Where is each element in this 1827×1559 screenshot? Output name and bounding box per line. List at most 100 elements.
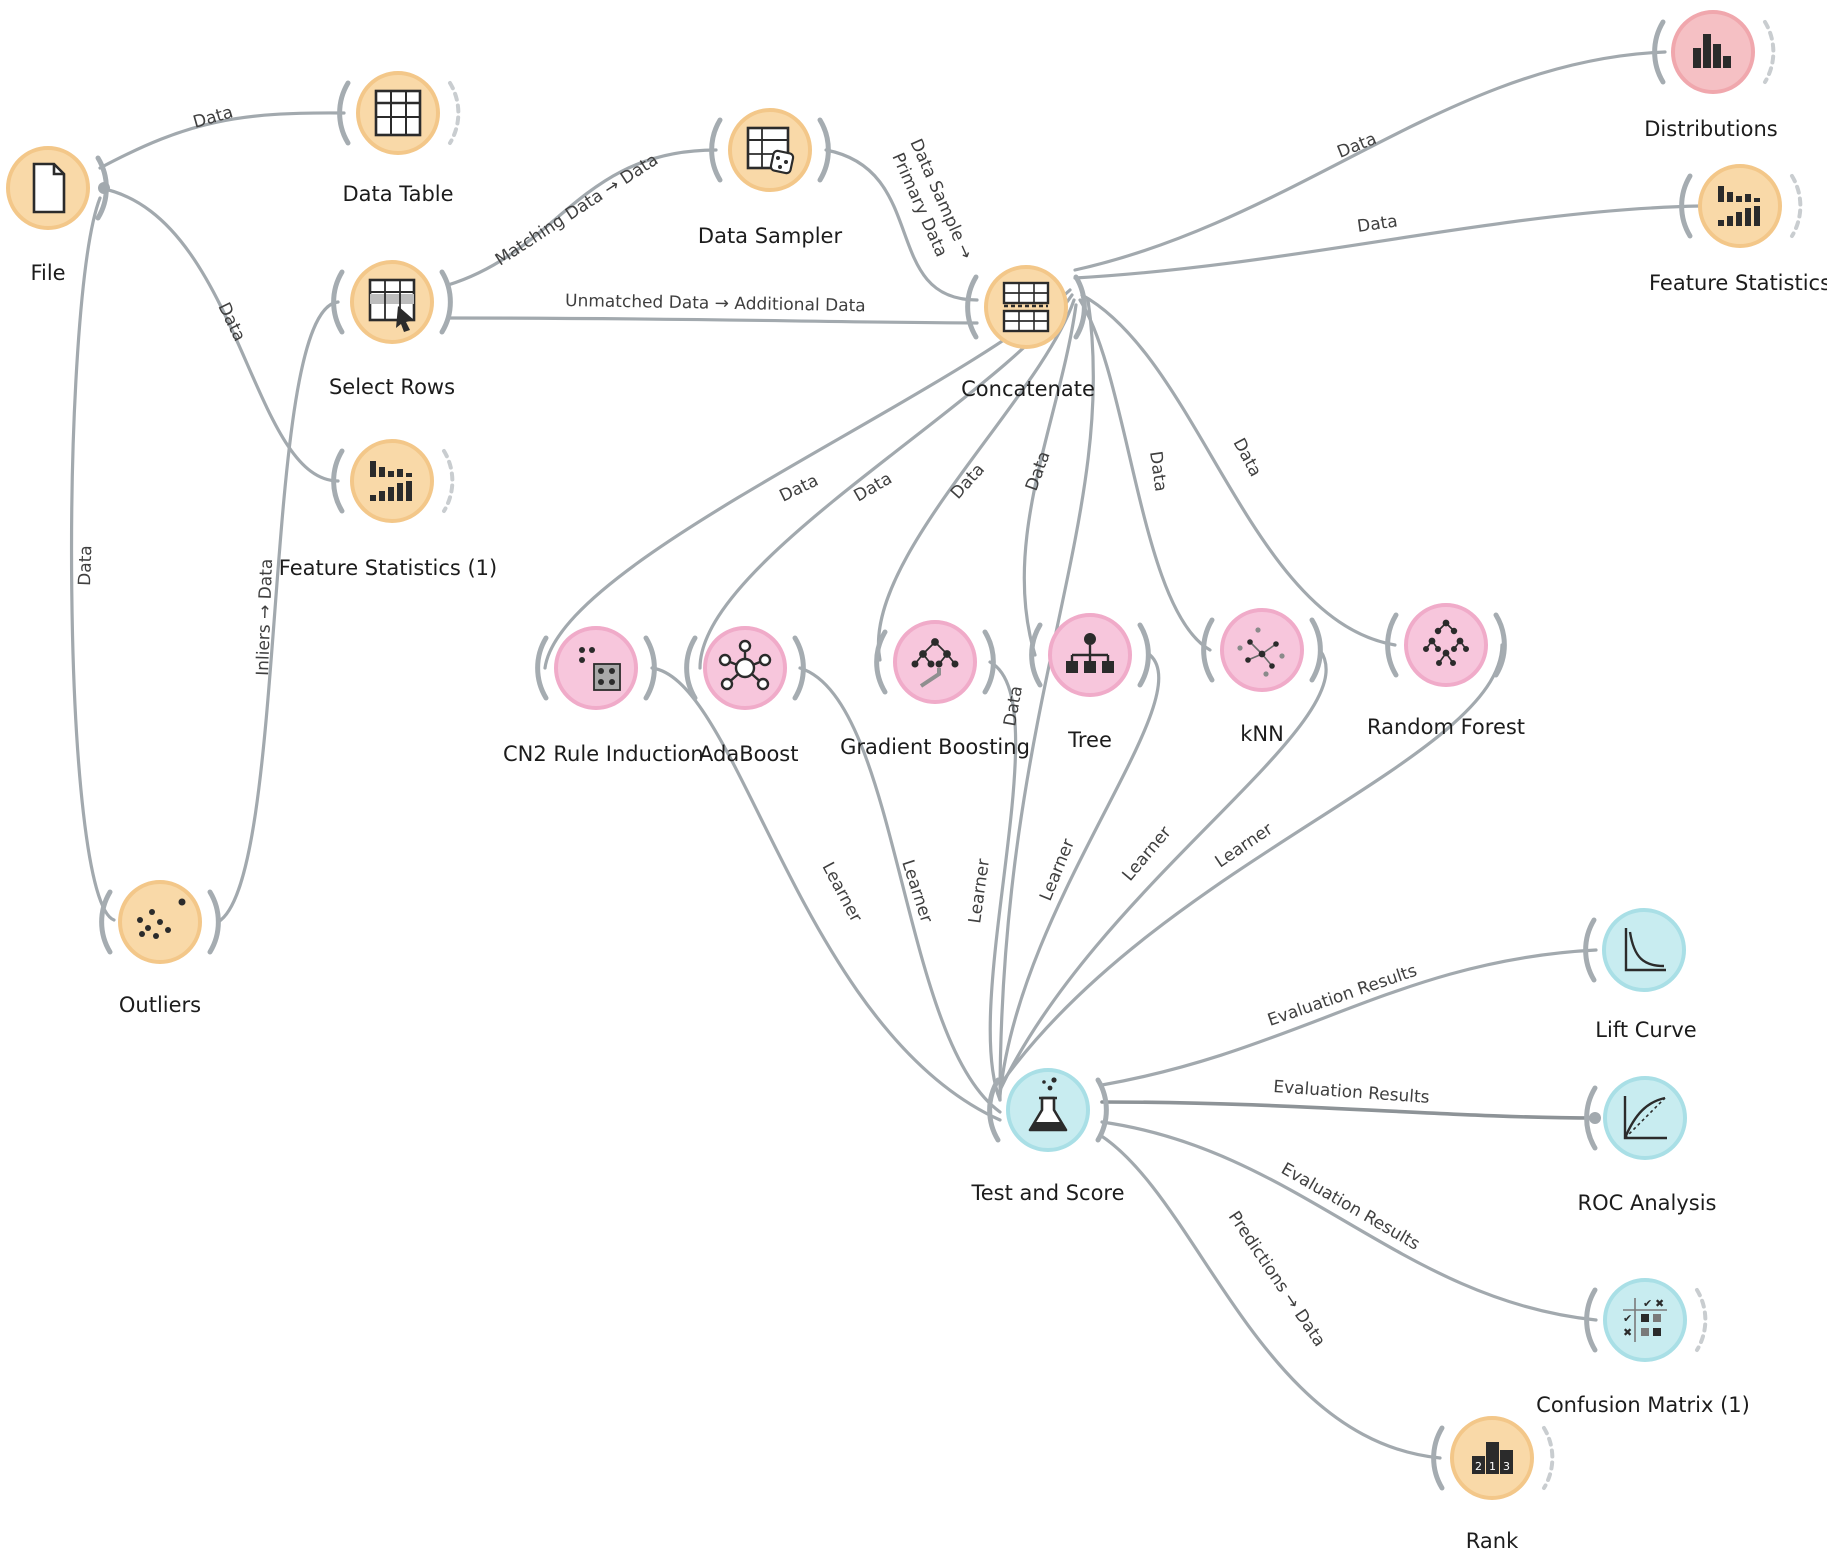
node-label-gradient-boosting: Gradient Boosting	[840, 735, 1030, 759]
link-cn2-test-and-score[interactable]	[650, 666, 1002, 1122]
knn-icon	[1237, 627, 1285, 677]
link-concatenate-knn[interactable]	[1078, 298, 1212, 652]
node-label-distributions: Distributions	[1644, 117, 1777, 141]
tree-icon	[1066, 633, 1114, 673]
link-label-test-and-score-lift-curve: Evaluation Results	[1265, 961, 1420, 1031]
link-file-data-table[interactable]	[98, 111, 346, 170]
node-gradient-boosting[interactable]	[874, 620, 996, 704]
node-label-feature-statistics-1: Feature Statistics (1)	[279, 556, 497, 580]
svg-text:2: 2	[1475, 1460, 1482, 1473]
link-label-concatenate-random-forest: Data	[1229, 435, 1266, 480]
link-label-gradient-boosting-test-and-score: Learner	[965, 858, 994, 925]
concatenate-icon	[1002, 281, 1050, 333]
link-adaboost-test-and-score[interactable]	[798, 666, 1002, 1114]
node-concatenate[interactable]: Concatenate	[961, 265, 1095, 401]
histogram-icon	[1693, 34, 1731, 68]
link-label-concatenate-adaboost: Data	[851, 469, 896, 507]
node-label-adaboost: AdaBoost	[699, 742, 798, 766]
link-concatenate-tree[interactable]	[1022, 303, 1078, 657]
table-icon	[374, 89, 422, 137]
link-labels: Data Data Data Inliers → Data Matching D…	[75, 102, 1430, 1350]
link-concatenate-distributions[interactable]	[1073, 50, 1667, 272]
bar-chart-icon	[370, 461, 412, 501]
node-lift-curve[interactable]: Lift Curve	[1583, 908, 1697, 1042]
node-random-forest[interactable]: Random Forest	[1367, 603, 1525, 739]
link-label-concatenate-gradient-boosting: Data	[947, 460, 989, 504]
node-select-rows[interactable]: Select Rows	[329, 260, 455, 399]
link-label-concatenate-distributions: Data	[1334, 129, 1379, 163]
svg-text:✔: ✔	[1623, 1312, 1632, 1325]
svg-text:✔: ✔	[1643, 1297, 1652, 1310]
node-label-confusion-matrix: Confusion Matrix (1)	[1536, 1393, 1750, 1417]
node-label-random-forest: Random Forest	[1367, 715, 1525, 739]
link-label-tree-test-and-score: Learner	[1036, 836, 1079, 904]
link-gradient-boosting-test-and-score[interactable]	[988, 660, 1018, 1102]
link-label-knn-test-and-score: Learner	[1119, 823, 1176, 886]
lift-curve-icon	[1624, 928, 1666, 972]
link-label-concatenate-cn2: Data	[776, 471, 821, 507]
link-label-concatenate-test-and-score: Data	[1000, 684, 1027, 727]
link-label-select-rows-data-sampler: Matching Data → Data	[492, 150, 662, 270]
link-knn-test-and-score[interactable]	[998, 648, 1328, 1092]
node-feature-statistics[interactable]: Feature Statistics	[1649, 164, 1827, 295]
node-label-concatenate: Concatenate	[961, 377, 1095, 401]
bar-chart-icon	[1718, 186, 1760, 226]
node-label-tree: Tree	[1067, 728, 1112, 752]
link-concatenate-feature-statistics[interactable]	[1073, 204, 1702, 280]
link-label-file-data-table: Data	[191, 102, 236, 132]
node-cn2-rule-induction[interactable]	[535, 626, 657, 710]
link-test-and-score-roc-analysis[interactable]	[1100, 1100, 1598, 1120]
svg-text:3: 3	[1503, 1460, 1510, 1473]
link-file-outliers[interactable]	[69, 196, 116, 922]
link-test-and-score-rank[interactable]	[1098, 1133, 1442, 1460]
node-data-table[interactable]: Data Table	[337, 71, 461, 206]
select-rows-icon	[368, 278, 416, 332]
network-icon	[718, 639, 772, 691]
node-label-rank: Rank	[1466, 1529, 1519, 1553]
node-distributions[interactable]: Distributions	[1644, 10, 1778, 141]
link-label-concatenate-feature-statistics: Data	[1356, 211, 1399, 236]
svg-text:✖: ✖	[1623, 1326, 1632, 1339]
node-file[interactable]: File	[6, 146, 110, 285]
link-label-test-and-score-roc-analysis: Evaluation Results	[1273, 1077, 1431, 1108]
link-label-file-outliers: Data	[75, 545, 96, 586]
node-label-data-table: Data Table	[342, 182, 453, 206]
node-label-feature-statistics: Feature Statistics	[1649, 271, 1827, 295]
svg-text:1: 1	[1489, 1460, 1496, 1473]
node-label-file: File	[30, 261, 65, 285]
link-outliers-select-rows[interactable]	[216, 300, 340, 924]
node-rank[interactable]: 2 1 3 Rank	[1431, 1416, 1555, 1553]
boosting-tree-icon	[911, 638, 959, 688]
link-label-test-and-score-confusion-matrix: Evaluation Results	[1278, 1159, 1424, 1255]
link-label-concatenate-tree: Data	[1022, 449, 1055, 494]
node-label-select-rows: Select Rows	[329, 375, 455, 399]
link-select-rows-data-sampler[interactable]	[446, 148, 718, 287]
link-select-rows-concatenate[interactable]	[446, 316, 979, 325]
roc-curve-icon	[1623, 1096, 1667, 1140]
link-label-select-rows-concatenate: Unmatched Data → Additional Data	[565, 291, 866, 316]
node-confusion-matrix[interactable]: ✔ ✖ ✔ ✖ Confusion Matrix (1)	[1536, 1278, 1750, 1417]
node-knn[interactable]: kNN	[1201, 608, 1323, 746]
node-roc-analysis[interactable]: ROC Analysis	[1578, 1076, 1717, 1215]
node-outliers[interactable]: Outliers	[99, 880, 221, 1017]
scatter-dots-icon	[137, 898, 186, 939]
link-label-file-feature-statistics-1: Data	[214, 299, 250, 344]
node-label-outliers: Outliers	[119, 993, 201, 1017]
link-data-sampler-concatenate[interactable]	[824, 148, 979, 302]
confusion-matrix-icon: ✔ ✖ ✔ ✖	[1623, 1297, 1667, 1342]
link-tree-test-and-score[interactable]	[998, 653, 1161, 1097]
link-test-and-score-lift-curve[interactable]	[1100, 948, 1598, 1087]
link-concatenate-random-forest[interactable]	[1080, 293, 1397, 647]
link-file-feature-statistics-1[interactable]	[98, 186, 340, 483]
node-test-and-score[interactable]: Test and Score	[970, 1068, 1125, 1205]
node-label-roc-analysis: ROC Analysis	[1578, 1191, 1717, 1215]
node-tree[interactable]: Tree	[1029, 613, 1151, 752]
link-concatenate-gradient-boosting[interactable]	[876, 298, 1076, 662]
node-adaboost[interactable]	[684, 626, 806, 710]
link-test-and-score-confusion-matrix[interactable]	[1100, 1120, 1598, 1322]
link-random-forest-test-and-score[interactable]	[998, 643, 1504, 1087]
rank-icon: 2 1 3	[1472, 1442, 1513, 1474]
node-feature-statistics-1[interactable]: Feature Statistics (1)	[279, 439, 497, 580]
node-data-sampler[interactable]: Data Sampler	[698, 108, 843, 248]
